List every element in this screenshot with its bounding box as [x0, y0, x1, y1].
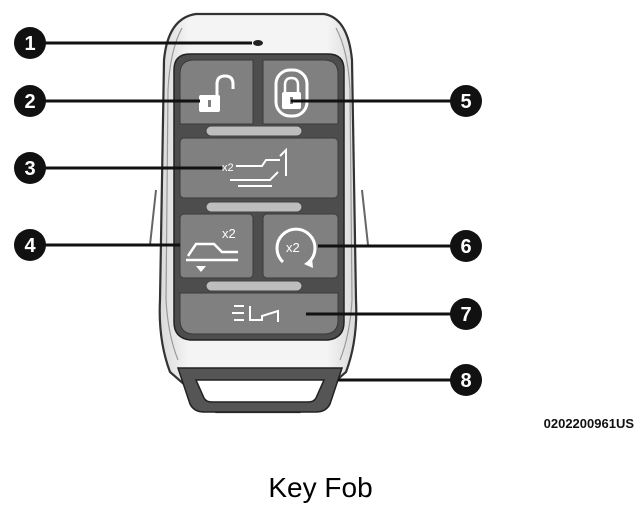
truck-bed-button[interactable]: x2 [179, 213, 254, 279]
button-divider [205, 125, 303, 137]
figure-code: 0202200961US [543, 416, 634, 431]
callout-4: 4 [14, 229, 46, 261]
remote-start-button[interactable]: x2 [262, 213, 339, 279]
tailgate-button[interactable]: x2 [179, 137, 339, 199]
callout-7: 7 [450, 298, 482, 330]
tailgate-release-icon: x2 [222, 147, 287, 187]
padlock-unlocked-icon [199, 74, 235, 112]
unlock-button[interactable] [179, 59, 254, 125]
led-indicator [253, 40, 263, 46]
svg-text:x2: x2 [286, 240, 300, 255]
lock-button[interactable] [262, 59, 339, 125]
svg-text:2: 2 [24, 91, 35, 113]
callout-5: 5 [450, 85, 482, 117]
callout-1: 1 [14, 27, 46, 59]
svg-text:6: 6 [460, 236, 471, 258]
truck-bed-release-icon: x2 [186, 226, 238, 272]
panic-horn-lights-icon [232, 305, 279, 322]
panic-button[interactable] [179, 292, 339, 335]
svg-text:8: 8 [460, 370, 471, 392]
leader-lines [40, 41, 452, 382]
callout-2: 2 [14, 85, 46, 117]
callout-8: 8 [450, 364, 482, 396]
svg-text:x2: x2 [222, 162, 234, 174]
svg-text:5: 5 [460, 91, 471, 113]
svg-text:4: 4 [24, 235, 36, 257]
key-ring-loop [176, 367, 344, 413]
svg-text:1: 1 [24, 33, 35, 55]
svg-text:3: 3 [24, 158, 35, 180]
button-divider [205, 201, 303, 213]
callout-6: 6 [450, 230, 482, 262]
figure-caption: Key Fob [268, 472, 373, 503]
button-divider [205, 280, 303, 292]
svg-text:7: 7 [460, 304, 471, 326]
callout-3: 3 [14, 152, 46, 184]
svg-text:x2: x2 [222, 226, 236, 241]
remote-start-icon: x2 [275, 227, 317, 268]
